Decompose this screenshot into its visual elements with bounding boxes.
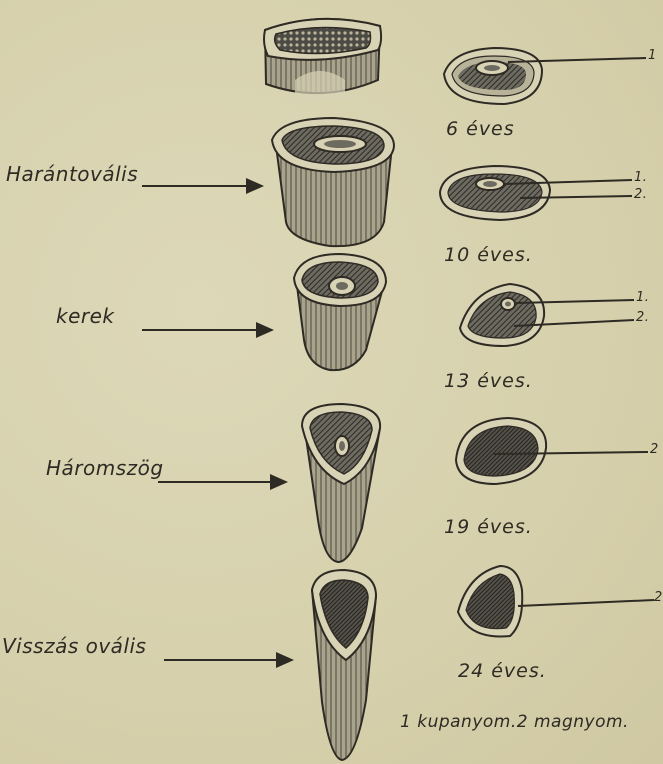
callout-19-2: 2 — [650, 442, 659, 457]
callout-13-2: 2. — [636, 310, 649, 325]
cross-section-24-eves — [458, 566, 654, 637]
cross-section-6-eves — [444, 48, 646, 104]
cross-section-13-eves — [460, 284, 634, 346]
label-harantovalis: Harántovális — [6, 162, 138, 186]
callout-10-1: 1. — [634, 170, 647, 185]
cross-section-19-eves — [456, 418, 648, 484]
legend-text: 1 kupanyom.2 magnyom. — [400, 712, 629, 732]
tooth-block-top — [264, 19, 381, 101]
age-label-10: 10 éves. — [444, 244, 533, 266]
callout-10-2: 2. — [634, 187, 647, 202]
callout-13-1: 1. — [636, 290, 649, 305]
tooth-harantovalis — [272, 118, 394, 246]
age-label-19: 19 éves. — [444, 516, 533, 538]
age-label-6: 6 éves — [446, 118, 515, 140]
callout-6-1: 1 — [648, 48, 657, 63]
callout-24-2: 2 — [654, 590, 663, 605]
age-label-24: 24 éves. — [458, 660, 547, 682]
age-label-13: 13 éves. — [444, 370, 533, 392]
tooth-haromszog — [302, 404, 380, 562]
tooth-kerek — [294, 254, 386, 370]
label-kerek: kerek — [56, 304, 115, 328]
tooth-visszas-ovalis — [312, 570, 376, 760]
label-haromszog: Háromszög — [46, 456, 164, 480]
label-visszas-ovalis: Visszás ovális — [2, 634, 146, 658]
cross-section-10-eves — [440, 166, 632, 220]
